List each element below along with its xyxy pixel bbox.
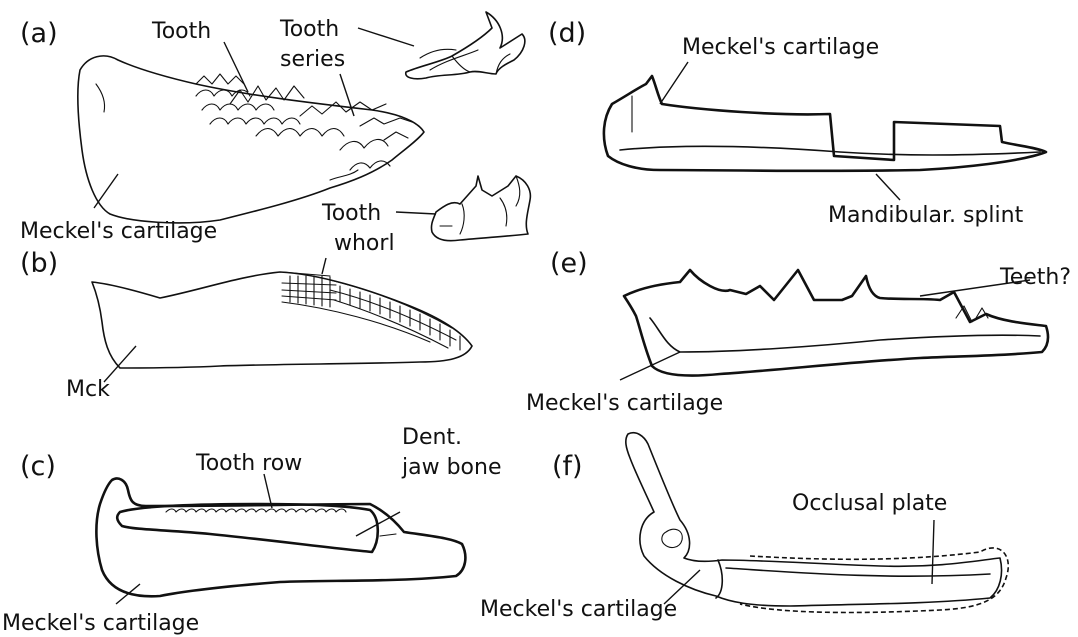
tooth-whorl-inset bbox=[431, 176, 530, 241]
panel-a: (a) bbox=[20, 12, 530, 256]
panel-c-bone-tip bbox=[380, 534, 396, 536]
panel-a-meckels-label: Meckel's cartilage bbox=[20, 219, 217, 244]
panel-a-meckels-leader bbox=[94, 174, 118, 208]
panel-d-splint-label: Mandibular. splint bbox=[828, 203, 1024, 228]
panel-a-tooth-leader bbox=[224, 42, 248, 92]
panel-e-teeth-label: Teeth? bbox=[999, 265, 1071, 290]
panel-f-jaw-outline bbox=[626, 433, 1002, 606]
panel-f-occlusal-dashed-outline bbox=[740, 548, 1008, 613]
panel-e-letter: (e) bbox=[550, 248, 588, 279]
panel-c-dent-label-line2: jaw bone bbox=[401, 455, 501, 480]
panel-b: (b) Mck bbox=[20, 248, 472, 402]
panel-f-occlusal-leader bbox=[932, 520, 934, 584]
panel-d-jaw-outline bbox=[604, 76, 1046, 171]
panel-a-letter: (a) bbox=[20, 18, 58, 49]
tooth-series-inset bbox=[406, 12, 525, 79]
panel-d-letter: (d) bbox=[548, 18, 586, 49]
panel-e-meckels-leader bbox=[620, 352, 680, 380]
panel-c-tooth-row-label: Tooth row bbox=[195, 451, 302, 476]
panel-c-dent-label-line1: Dent. bbox=[402, 425, 462, 450]
panel-a-tooth-whorl-label-line1: Tooth bbox=[321, 201, 381, 226]
panel-a-tooth-series-label-line2: series bbox=[280, 47, 345, 72]
panel-a-tooth-series-label-line1: Tooth bbox=[279, 17, 339, 42]
panel-a-tooth-label: Tooth bbox=[151, 19, 211, 44]
panel-f: (f) Occlusal plate Meckel's cartilage bbox=[480, 433, 1008, 622]
panel-f-foramen bbox=[662, 529, 682, 547]
panel-b-mck-label: Mck bbox=[66, 377, 110, 402]
panel-c-meckels-label: Meckel's cartilage bbox=[2, 611, 199, 636]
panel-c-tooth-row bbox=[166, 509, 346, 512]
panel-a-jaw-outline bbox=[78, 56, 424, 223]
panel-f-meckels-label: Meckel's cartilage bbox=[480, 597, 677, 622]
panel-d-splint bbox=[620, 146, 1040, 155]
panel-c: (c) Tooth row Dent. jaw bone Meckel's ca… bbox=[2, 425, 501, 636]
panel-f-letter: (f) bbox=[552, 451, 583, 482]
panel-e-meckels-label: Meckel's cartilage bbox=[526, 391, 723, 416]
panel-b-whorl-leader bbox=[322, 258, 326, 274]
panel-a-series-leader bbox=[340, 74, 354, 116]
panel-a-tooth-whorl-label-line2: whorl bbox=[334, 231, 395, 256]
panel-a-condyle-detail bbox=[96, 84, 105, 112]
panel-e: (e) Teeth? Meckel's cartilage bbox=[526, 248, 1071, 416]
panel-d: (d) Meckel's cartilage Mandibular. splin… bbox=[548, 18, 1046, 228]
panel-c-jaw-outline bbox=[96, 478, 465, 596]
panel-e-jaw-outline bbox=[624, 270, 1048, 376]
panel-d-meckels-leader bbox=[660, 62, 688, 104]
panel-b-tooth-whorl bbox=[282, 272, 460, 350]
panel-d-meckels-label: Meckel's cartilage bbox=[682, 35, 879, 60]
panel-d-splint-leader bbox=[876, 174, 900, 200]
panel-b-letter: (b) bbox=[20, 248, 58, 279]
panel-a-inset-leader bbox=[358, 28, 414, 46]
panel-e-meckels-bar bbox=[650, 318, 1040, 352]
panel-a-whorl-leader bbox=[396, 212, 436, 214]
panel-c-letter: (c) bbox=[20, 451, 56, 482]
panel-f-occlusal-label: Occlusal plate bbox=[792, 491, 947, 516]
